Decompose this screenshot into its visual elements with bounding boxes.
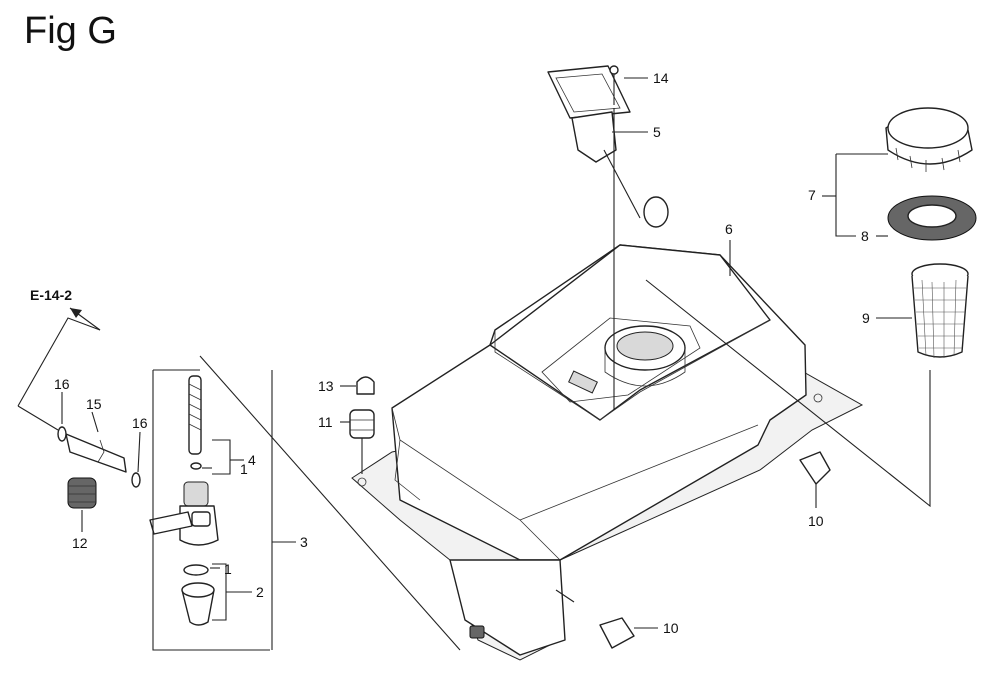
callout-10b: 10 [663, 620, 679, 636]
callout-1b: 1 [224, 561, 232, 577]
fuel-cap [885, 107, 973, 172]
callout-16b: 16 [132, 415, 148, 431]
callout-15: 15 [86, 396, 102, 412]
callout-1a: 1 [240, 461, 248, 477]
callout-8: 8 [861, 228, 869, 244]
callout-2: 2 [256, 584, 264, 600]
reference-arrow: E-14-2 [30, 287, 101, 331]
callout-9: 9 [862, 310, 870, 326]
callout-10a: 10 [808, 513, 824, 529]
callout-16a: 16 [54, 376, 70, 392]
callout-14: 14 [653, 70, 669, 86]
fuel-valve-parts [57, 375, 831, 649]
fuel-strainer [911, 263, 969, 359]
callout-13: 13 [318, 378, 334, 394]
callout-7: 7 [808, 187, 816, 203]
callout-4: 4 [248, 452, 256, 468]
figure-title: Fig G [24, 10, 117, 52]
callout-5: 5 [653, 124, 661, 140]
fuel-tank [351, 244, 864, 661]
fuel-gauge-assembly [547, 65, 669, 228]
callout-numbers: 1 1 2 3 4 5 6 7 8 9 10 10 11 12 13 14 15… [54, 70, 870, 636]
leader-lines [17, 77, 931, 651]
callout-3: 3 [300, 534, 308, 550]
reference-label: E-14-2 [30, 287, 72, 303]
cap-packing [887, 195, 977, 241]
callout-12: 12 [72, 535, 88, 551]
callout-6: 6 [725, 221, 733, 237]
callout-11: 11 [318, 414, 333, 430]
